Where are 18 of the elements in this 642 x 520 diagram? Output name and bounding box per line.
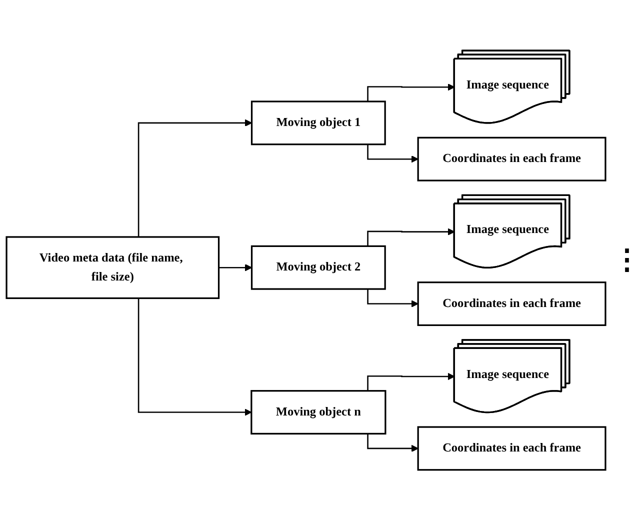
ellipsis-mark: ⋮: [612, 244, 642, 277]
arrow: [367, 83, 455, 102]
node-box: [250, 245, 386, 290]
arrow: [367, 372, 455, 391]
arrow: [138, 119, 252, 237]
arrow: [138, 298, 252, 416]
node-box: [417, 136, 606, 182]
arrow: [367, 228, 455, 246]
node-box: [250, 390, 386, 434]
arrow: [367, 434, 418, 452]
node-box: [6, 236, 220, 299]
node-box: [417, 426, 606, 470]
node-box: [417, 281, 606, 326]
arrow: [218, 264, 252, 271]
node-box: [250, 100, 386, 145]
arrow: [367, 144, 418, 162]
arrow: [367, 288, 418, 308]
flowchart: Video meta data (file name, file size) Moving object 1 Image sequence Coordinates in each frame Moving object 2 Image sequence Coordinates in each frame Moving object n Image sequence Coordinates in each frame: [0, 44, 612, 476]
